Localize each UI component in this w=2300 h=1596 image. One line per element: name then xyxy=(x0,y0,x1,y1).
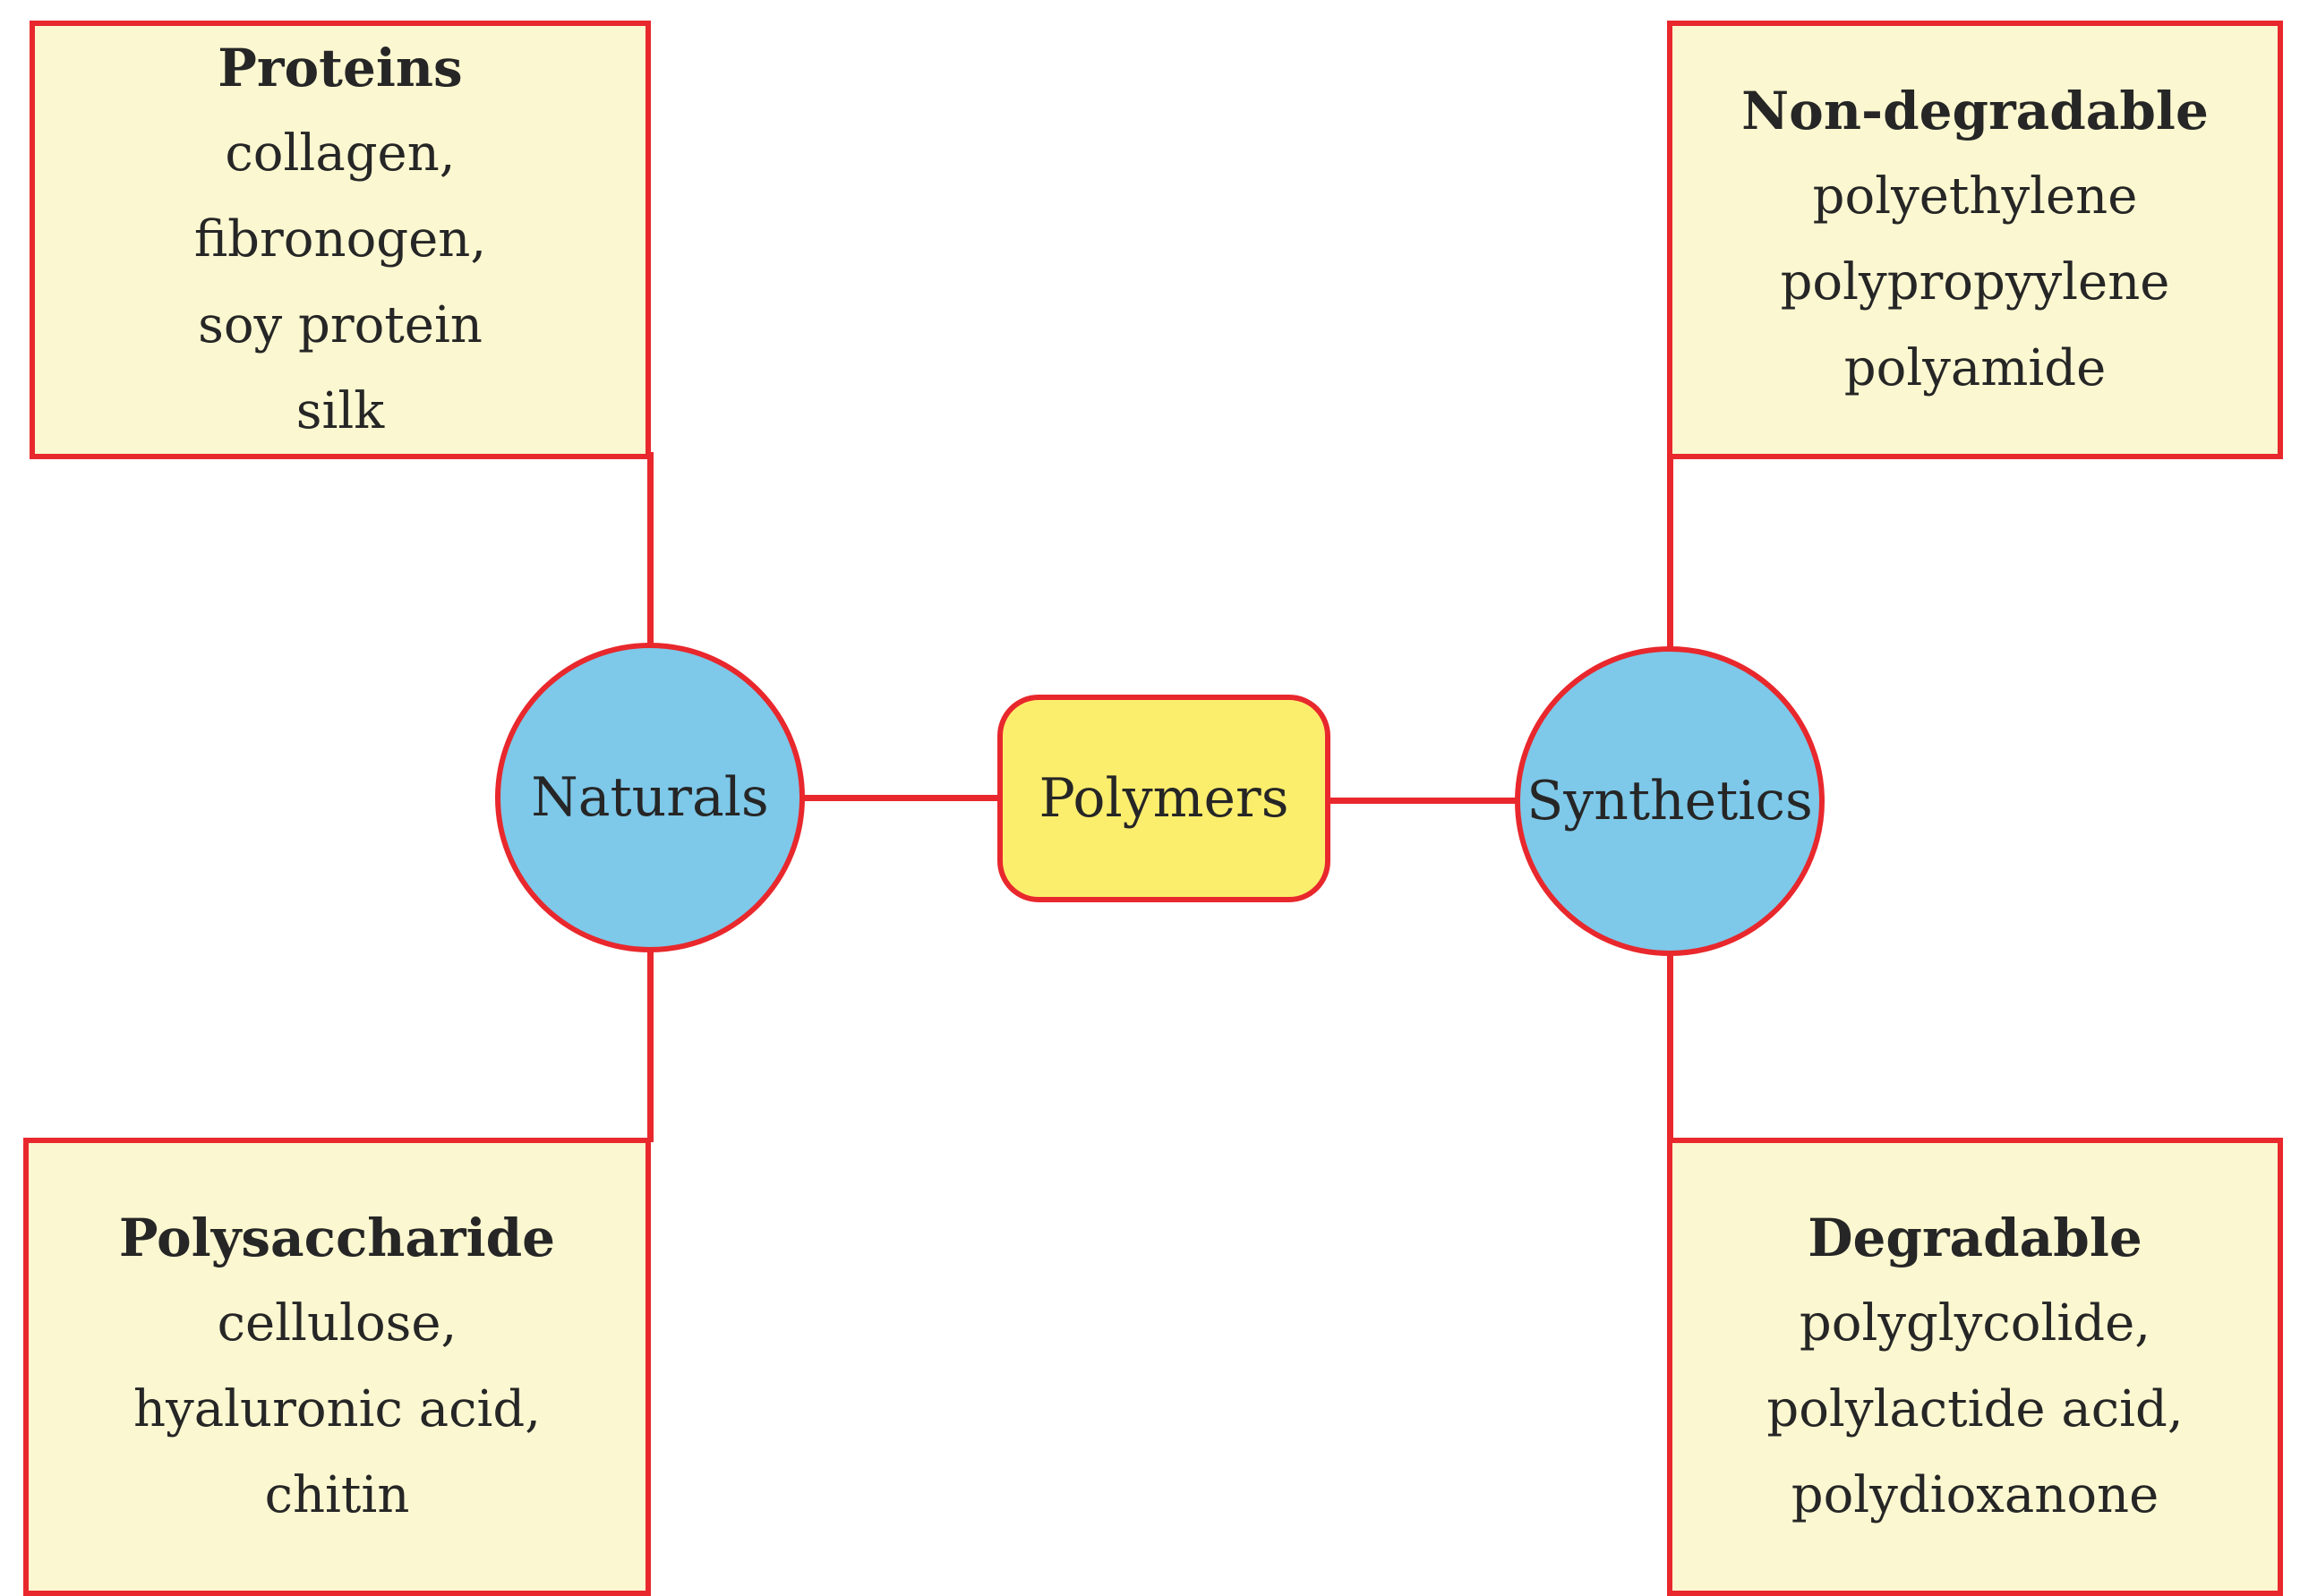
non-degradable-box: Non-degradable polyethylene polypropyyle… xyxy=(1667,21,2283,459)
box-item: cellulose, xyxy=(217,1294,457,1353)
box-item: polypropyylene xyxy=(1780,253,2170,312)
synthetics-node: Synthetics xyxy=(1515,646,1825,956)
box-item: polyglycolide, xyxy=(1799,1294,2151,1353)
box-item: fibronogen, xyxy=(193,210,487,269)
box-item: collagen, xyxy=(225,124,456,183)
polysaccharide-box: Polysaccharide cellulose, hyaluronic aci… xyxy=(23,1138,651,1596)
connector-nondegradable-synthetics xyxy=(1667,452,1673,653)
connector-naturals-polymers xyxy=(797,795,1003,801)
proteins-box: Proteins collagen, fibronogen, soy prote… xyxy=(30,21,651,459)
box-title: Proteins xyxy=(218,38,463,98)
box-item: polylactide acid, xyxy=(1766,1380,2184,1438)
box-item: chitin xyxy=(264,1466,410,1524)
connector-polymers-synthetics xyxy=(1325,798,1522,804)
node-label: Naturals xyxy=(531,766,769,829)
box-item: polyamide xyxy=(1843,339,2107,397)
box-item: silk xyxy=(295,382,385,440)
box-title: Degradable xyxy=(1808,1208,2142,1268)
box-item: soy protein xyxy=(198,296,483,354)
box-item: hyaluronic acid, xyxy=(133,1380,541,1438)
box-item: polydioxanone xyxy=(1791,1466,2159,1524)
polymers-node: Polymers xyxy=(997,695,1330,902)
box-title: Polysaccharide xyxy=(118,1208,556,1268)
naturals-node: Naturals xyxy=(495,643,805,952)
node-label: Polymers xyxy=(1039,767,1289,830)
connector-naturals-polysaccharide xyxy=(647,947,654,1142)
connector-synthetics-degradable xyxy=(1667,951,1673,1142)
box-title: Non-degradable xyxy=(1741,81,2209,141)
connector-proteins-naturals xyxy=(647,452,654,653)
node-label: Synthetics xyxy=(1526,770,1813,832)
box-item: polyethylene xyxy=(1812,167,2138,226)
degradable-box: Degradable polyglycolide, polylactide ac… xyxy=(1667,1138,2283,1596)
